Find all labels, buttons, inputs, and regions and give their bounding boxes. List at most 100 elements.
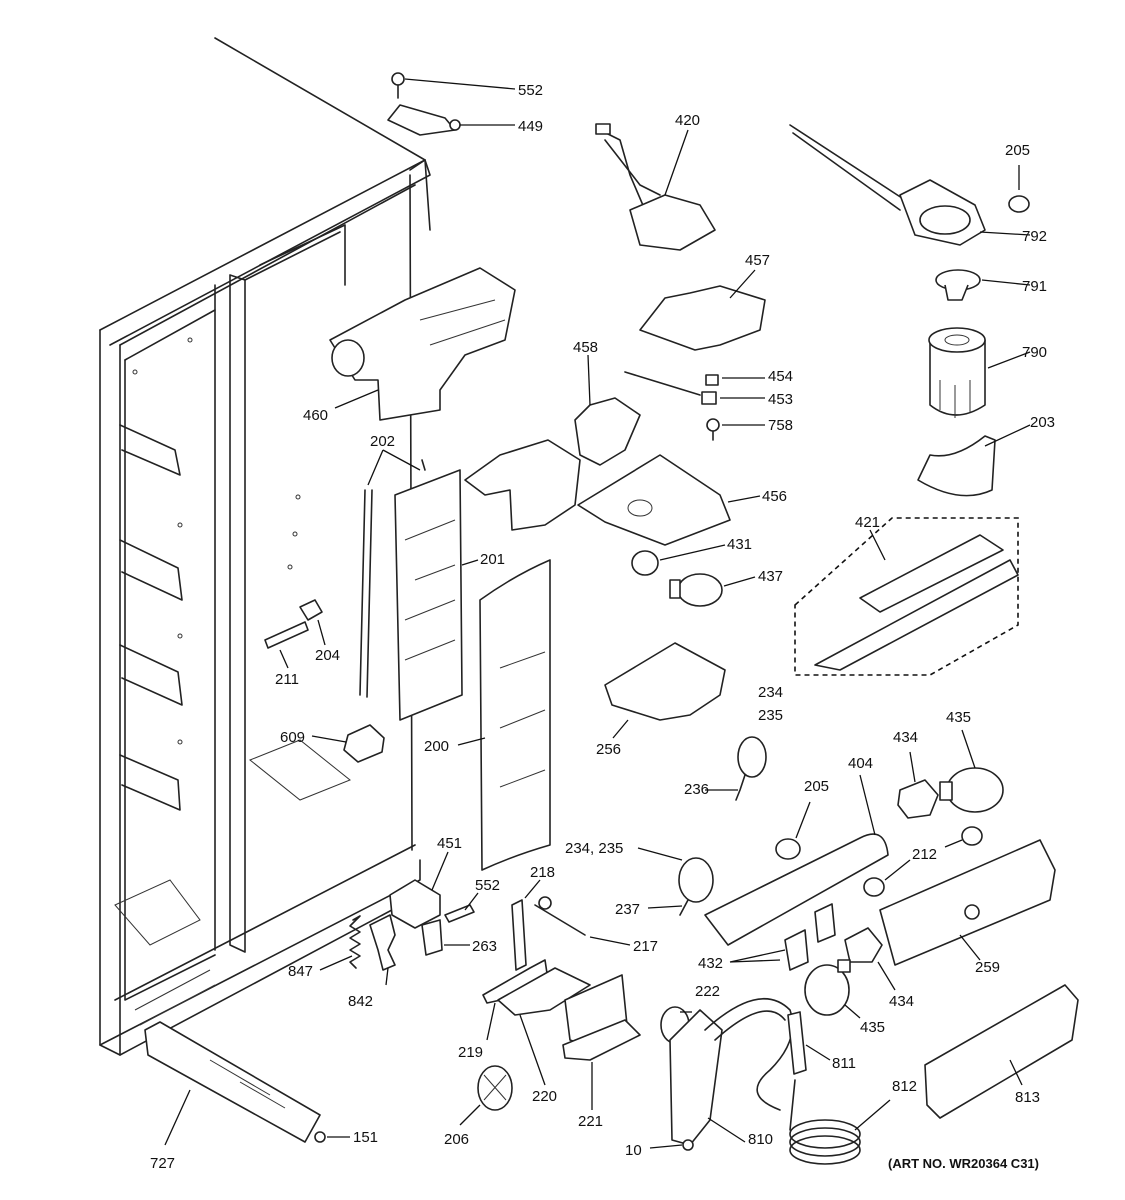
callout-236: 236 — [684, 781, 709, 798]
tray-456 — [577, 454, 761, 546]
callout-151: 151 — [353, 1129, 378, 1146]
bulb-437 — [669, 573, 756, 607]
callout-791: 791 — [1022, 278, 1047, 295]
duct-cover-201 — [394, 469, 479, 721]
fitting-791 — [935, 269, 1031, 301]
socket-434-top — [897, 751, 939, 819]
trim-813 — [924, 984, 1079, 1119]
callout-810: 810 — [748, 1131, 773, 1148]
refrigerator-cabinet — [99, 37, 431, 1056]
callout-432: 432 — [698, 955, 723, 972]
spring-847 — [319, 915, 361, 971]
socket-431 — [631, 544, 726, 576]
control-panel-421 — [794, 517, 1019, 676]
callout-212: 212 — [912, 846, 937, 863]
callout-200: 200 — [424, 738, 449, 755]
callout-609: 609 — [280, 729, 305, 746]
grille-206 — [459, 1065, 513, 1126]
callout-458: 458 — [573, 339, 598, 356]
bushing-205-lower — [775, 801, 811, 860]
callout-204: 204 — [315, 647, 340, 664]
callout-435: 435 — [860, 1019, 885, 1036]
spring-236 — [705, 736, 767, 801]
callout-263: 263 — [472, 938, 497, 955]
callout-259: 259 — [975, 959, 1000, 976]
callout-420: 420 — [675, 112, 700, 129]
callout-727: 727 — [150, 1155, 175, 1172]
valve-811 — [787, 1011, 831, 1075]
fitting-263 — [421, 919, 470, 956]
callout-218: 218 — [530, 864, 555, 881]
callout-812: 812 — [892, 1078, 917, 1095]
callout-217: 217 — [633, 938, 658, 955]
callout-237: 237 — [615, 901, 640, 918]
screw-151 — [314, 1131, 350, 1143]
housing-221 — [562, 974, 641, 1110]
art-number: (ART NO. WR20364 C31) — [888, 1156, 1039, 1171]
lever-842 — [369, 914, 396, 986]
callout-234-235: 234, 235 — [565, 840, 623, 857]
evap-housing — [464, 439, 581, 531]
screw-552-lower — [444, 892, 479, 923]
shaft-217 — [534, 896, 631, 946]
callout-203: 203 — [1030, 414, 1055, 431]
callout-labels: 552 449 420 205 792 791 790 457 458 454 … — [150, 82, 1055, 1172]
callout-435: 435 — [946, 709, 971, 726]
bulb-435-lower — [804, 959, 861, 1019]
clips-432 — [729, 903, 836, 971]
callout-205: 205 — [1005, 142, 1030, 159]
screw-211 — [264, 621, 309, 669]
dispenser-motor-420 — [595, 123, 716, 251]
callout-211: 211 — [275, 671, 299, 688]
bulb-435-top — [939, 729, 1004, 813]
callout-222: 222 — [695, 983, 720, 1000]
cover-203 — [917, 424, 1031, 497]
callout-234: 234 — [758, 684, 783, 701]
callout-437: 437 — [758, 568, 783, 585]
callout-449: 449 — [518, 118, 543, 135]
auger-motor-792 — [789, 124, 1031, 246]
callout-235: 235 — [758, 707, 783, 724]
rod-454-453 — [624, 371, 765, 405]
callout-434: 434 — [893, 729, 918, 746]
callout-792: 792 — [1022, 228, 1047, 245]
callout-221: 221 — [578, 1113, 603, 1130]
screw-758 — [706, 418, 765, 441]
callout-758: 758 — [768, 417, 793, 434]
callout-206: 206 — [444, 1131, 469, 1148]
bracket-458 — [574, 354, 641, 466]
callout-431: 431 — [727, 536, 752, 553]
drip-tray-256 — [604, 642, 726, 739]
callout-457: 457 — [745, 252, 770, 269]
callout-451: 451 — [437, 835, 462, 852]
dispenser-cover-259 — [879, 839, 1056, 966]
callout-220: 220 — [532, 1088, 557, 1105]
callout-552: 552 — [475, 877, 500, 894]
callout-454: 454 — [768, 368, 793, 385]
bushing-205-top — [1008, 165, 1030, 213]
callout-434: 434 — [889, 993, 914, 1010]
air-duct-460 — [329, 267, 516, 421]
cover-404 — [704, 774, 889, 946]
switch-609 — [311, 724, 385, 763]
coil-812 — [789, 1079, 891, 1165]
callout-552: 552 — [518, 82, 543, 99]
screw-10 — [649, 1139, 694, 1151]
duct-cover-200 — [457, 559, 551, 871]
callout-460: 460 — [303, 407, 328, 424]
top-hinge-assembly — [387, 72, 516, 136]
callout-811: 811 — [832, 1055, 856, 1072]
socket-434-lower — [844, 927, 896, 991]
callout-202: 202 — [370, 433, 395, 450]
kickplate-727 — [144, 1021, 321, 1146]
callout-790: 790 — [1022, 344, 1047, 361]
rod-218 — [511, 879, 541, 971]
callout-847: 847 — [288, 963, 313, 980]
callout-201: 201 — [480, 551, 505, 568]
bushing-212 — [863, 826, 983, 897]
callout-219: 219 — [458, 1044, 483, 1061]
container-790 — [928, 327, 1031, 418]
callout-205: 205 — [804, 778, 829, 795]
callout-421: 421 — [855, 514, 880, 531]
